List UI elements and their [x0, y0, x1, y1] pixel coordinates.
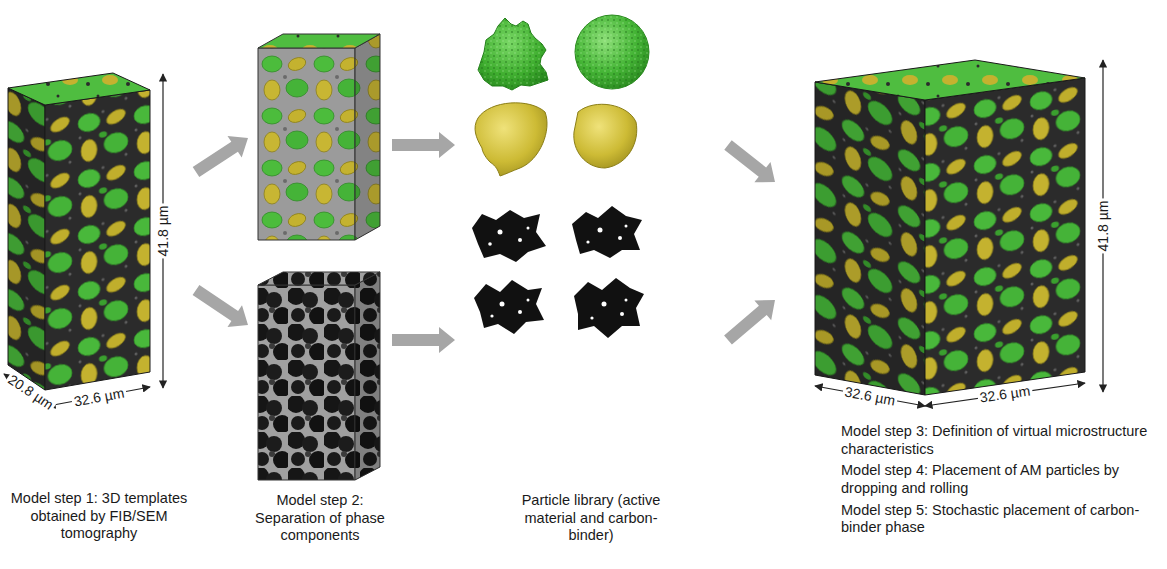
step-caption: Model step 3: Definition of virtual micr… [841, 423, 1159, 458]
illustration-part [500, 302, 505, 307]
cube-top [258, 272, 380, 285]
process-arrow [724, 300, 775, 345]
cube-face [8, 88, 45, 390]
cube-top [815, 60, 1085, 100]
illustration-part [625, 225, 628, 228]
cube-top [8, 73, 150, 105]
am-particle [475, 103, 547, 176]
dimension-label: 41.8 µm [155, 204, 171, 259]
illustration-part [490, 314, 493, 317]
illustration-part [586, 240, 589, 243]
illustration-part [590, 316, 593, 319]
step-caption: Model step 2: Separation of phase compon… [248, 492, 392, 545]
cube-face [815, 82, 925, 395]
illustration-part [618, 236, 622, 240]
cb-particle [572, 206, 642, 258]
carbon-binder-particles [472, 206, 644, 338]
model-step-panel: Model step 3: Definition of virtual micr… [775, 8, 1162, 564]
caption-block: Particle library (active material and ca… [515, 492, 667, 545]
dimension-line [925, 383, 1085, 406]
step-caption: Model step 4: Placement of AM particles … [841, 462, 1159, 497]
dimension-label: 32.6 µm [842, 383, 899, 409]
particle-library [472, 15, 649, 338]
illustration-part [518, 310, 522, 314]
cb-pores [488, 225, 627, 320]
caption-block: Model step 2: Separation of phase compon… [248, 492, 392, 545]
cb-particle [472, 210, 546, 262]
model-step-panel: Particle library (active material and ca… [455, 8, 728, 564]
cb-particle [574, 278, 644, 338]
cube-shade [815, 82, 925, 395]
virtual-microstructure-cube [815, 60, 1085, 395]
illustration-part [598, 228, 603, 233]
illustration-part [527, 299, 530, 302]
model-step-panel: Model step 2: Separation of phase compon… [248, 8, 392, 564]
am-particle [574, 104, 637, 168]
cube-face [45, 90, 150, 390]
illustration-part [625, 299, 628, 302]
step-caption: Particle library (active material and ca… [515, 492, 667, 545]
cube-shade [355, 34, 380, 240]
cube-face [258, 48, 355, 240]
cube-face [925, 78, 1085, 395]
dimension-label: 32.6 µm [71, 384, 128, 410]
cube-shade [8, 88, 45, 390]
caption-block: Model step 3: Definition of virtual micr… [841, 423, 1159, 537]
dimension-label: 20.8 µm [4, 370, 58, 414]
active-material-cube [258, 34, 380, 240]
cube-shade [355, 272, 380, 480]
dimension-label: 41.8 µm [1095, 199, 1111, 254]
illustration-part [620, 312, 624, 316]
cb-particle [474, 280, 544, 334]
illustration-part [527, 227, 530, 230]
carbon-binder-cube [258, 272, 380, 480]
illustration-part [488, 242, 492, 246]
process-arrow [193, 136, 248, 177]
cube-face [355, 34, 380, 240]
illustration-part [498, 230, 503, 235]
cube-face [355, 272, 380, 480]
process-arrow [392, 327, 455, 353]
am-particle [575, 15, 649, 89]
model-step-panel: Model step 1: 3D templates obtained by F… [2, 8, 196, 564]
cube-top [258, 34, 380, 48]
caption-block: Model step 1: 3D templates obtained by F… [4, 490, 194, 543]
process-arrow [724, 140, 775, 182]
cube-face [258, 285, 355, 480]
template-cube [8, 73, 150, 390]
step-caption: Model step 5: Stochastic placement of ca… [841, 502, 1159, 537]
particle-texture [478, 18, 548, 90]
process-arrow [392, 132, 455, 158]
dimension-label: 32.6 µm [977, 382, 1034, 406]
illustration-part [602, 302, 607, 307]
am-particle [478, 18, 548, 90]
process-arrow [193, 285, 248, 327]
particle-texture [575, 15, 649, 89]
step-caption: Model step 1: 3D templates obtained by F… [4, 490, 194, 543]
illustration-part [518, 238, 522, 242]
